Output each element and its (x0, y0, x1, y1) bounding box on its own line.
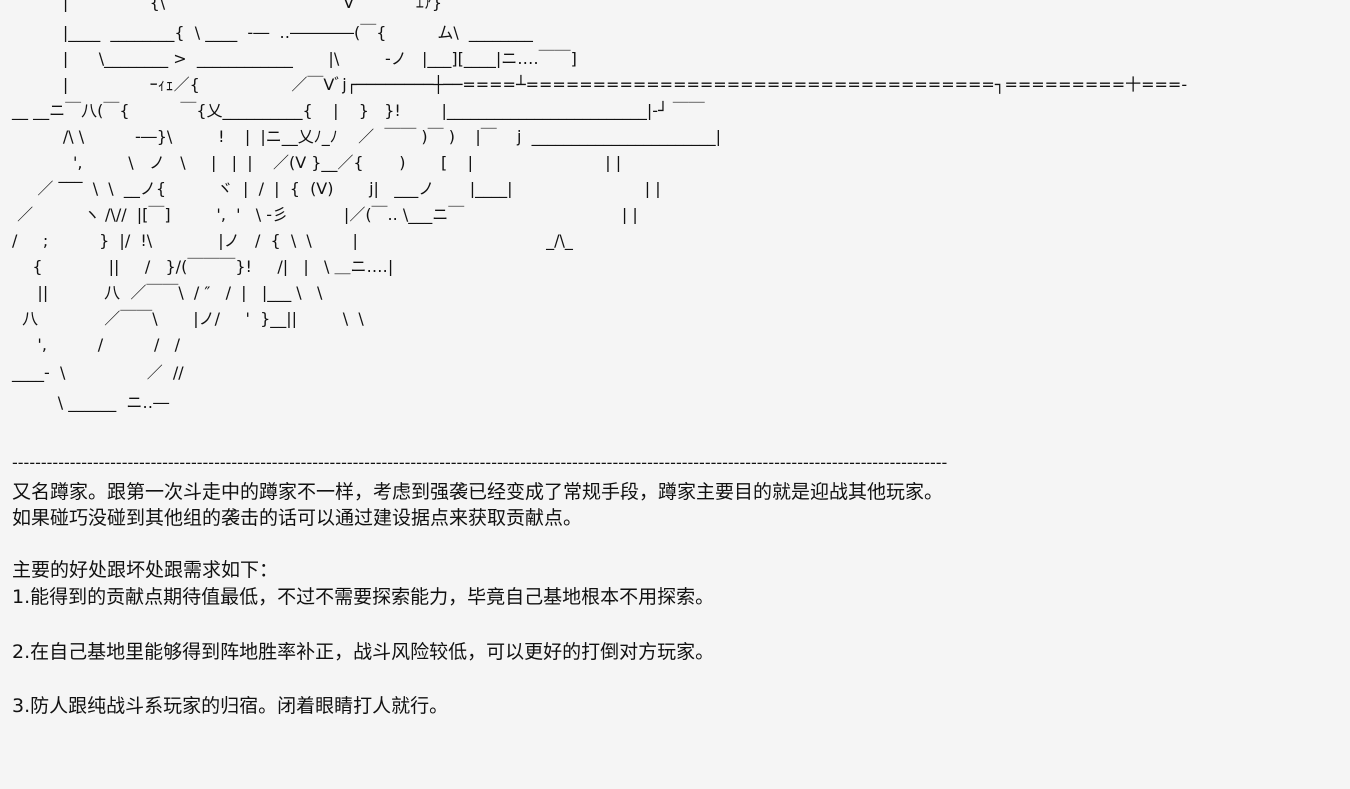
section-heading: 主要的好处跟坏处跟需求如下： (12, 559, 279, 581)
ascii-art-sniper-illustration: | {\ V ￣ｴｱ} |____ ________{ \ ____ -― ‥―… (12, 0, 1188, 412)
ascii-art-line: 八 ／￣￣\ |ノ/ ' }__|| \ \ (12, 309, 364, 328)
ascii-art-line: | \________ > ____________ |\ -ノ |___][_… (12, 49, 577, 68)
list-item-1: 1.能得到的贡献点期待值最低，不过不需要探索能力，毕竟自己基地根本不用探索。 (12, 586, 715, 608)
ascii-art-line: /\ \ -―}\ ! | |ニ__乂ﾉ_ﾉ ／ ￣￣ )￣ ) |￣ j __… (12, 127, 722, 146)
ascii-art-line: ', \ ノ \ | | | ／(V }__／{ ) [ | | | (12, 153, 622, 172)
intro-line-2: 如果碰巧没碰到其他组的袭击的话可以通过建设据点来获取贡献点。 (12, 507, 583, 529)
ascii-art-line: ／ ヽ /\// |[￣] ', ' \ -彡 |／(￣.. \___ニ￣ | … (12, 205, 638, 224)
ascii-art-line: ', / / / (12, 335, 181, 354)
dashed-divider: ----------------------------------------… (12, 453, 948, 472)
list-item-2: 2.在自己基地里能够得到阵地胜率补正，战斗风险较低，可以更好的打倒对方玩家。 (12, 641, 715, 663)
ascii-art-line: ____- \ ／ // (12, 363, 184, 382)
ascii-art-line: |____ ________{ \ ____ -― ‥――――(￣{ ム\ __… (12, 23, 533, 42)
ascii-art-line: __ __ニ￣八(￣{ ￣{乂__________{ | } }! |_____… (12, 101, 705, 120)
ascii-art-line: | ｰｨｪ／{ ／￣Vﾞj┌────────┼──====┴==========… (12, 75, 1188, 94)
ascii-art-line: / ; } |/ !\ |ノ / { \ \ | _/\_ (12, 231, 573, 250)
ascii-art-line: ／ ‾‾‾ \ \ __ノ{ ヾ | / | { (V) j| ___ノ |__… (12, 179, 661, 198)
intro-line-1: 又名蹲家。跟第一次斗走中的蹲家不一样，考虑到强袭已经变成了常规手段，蹲家主要目的… (12, 481, 944, 503)
ascii-art-line: { || / }/(￣￣￣}! /| | \ ＿ニ‥‥| (12, 257, 394, 276)
ascii-art-line: || 八 ／￣￣\ / ″ / | |___ \ \ (12, 283, 323, 302)
list-item-3: 3.防人跟纯战斗系玩家的归宿。闭着眼睛打人就行。 (12, 695, 449, 717)
ascii-art-line: | {\ V ￣ｴｱ} (12, 0, 443, 12)
ascii-art-line: \ ______ ニ‥― (12, 393, 170, 412)
